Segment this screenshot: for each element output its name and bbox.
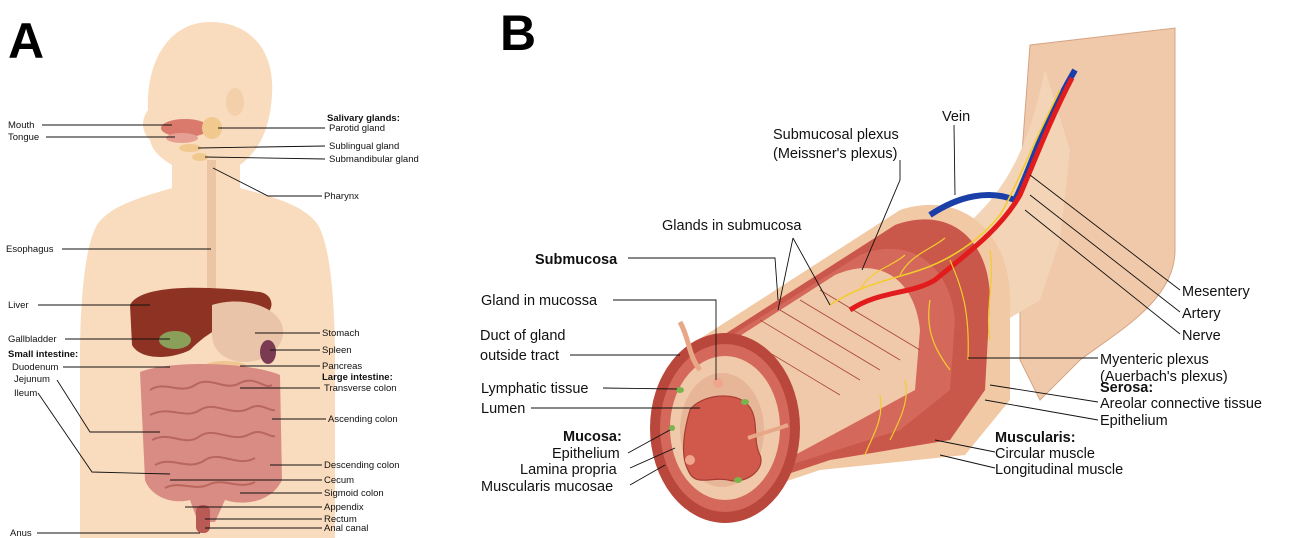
label-jejunum: Jejunum [14,374,50,385]
label-anus: Anus [10,528,32,538]
label-mouth: Mouth [8,120,34,131]
label-cecum: Cecum [324,475,354,486]
label-submucosal-plexus-1: Submucosal plexus [773,127,899,143]
label-lymphatic: Lymphatic tissue [481,381,588,397]
label-artery: Artery [1182,306,1221,322]
label-liver: Liver [8,300,29,311]
label-esophagus: Esophagus [6,244,54,255]
label-stomach: Stomach [322,328,360,339]
label-gland-mucosa: Gland in mucossa [481,293,598,309]
mucosal-gland-2 [685,455,695,465]
label-appendix: Appendix [324,502,364,513]
lymphatic-nodule-2 [741,399,749,405]
label-duct-2: outside tract [480,348,559,364]
label-myenteric-1: Myenteric plexus [1100,352,1209,368]
label-transverse-colon: Transverse colon [324,383,397,394]
label-nerve: Nerve [1182,328,1221,344]
label-epithelium-right: Epithelium [1100,413,1168,429]
label-muscularis-mucosae: Muscularis mucosae [481,479,613,495]
label-duct-1: Duct of gland [480,328,565,344]
label-mesentery: Mesentery [1182,284,1250,300]
label-muscularis-heading: Muscularis: [995,430,1076,446]
label-parotid: Parotid gland [329,123,385,134]
label-sigmoid-colon: Sigmoid colon [324,488,384,499]
label-submandibular: Submandibular gland [329,154,419,165]
panel-a-letter: A [8,13,44,69]
label-duodenum: Duodenum [12,362,59,373]
label-glands-submucosa: Glands in submucosa [662,218,802,234]
label-pharynx: Pharynx [324,191,359,202]
label-areolar: Areolar connective tissue [1100,396,1262,412]
mucosal-gland [713,378,723,388]
label-longitudinal-muscle: Longitudinal muscle [995,462,1123,478]
label-tongue: Tongue [8,132,39,143]
label-small-intestine-heading: Small intestine: [8,349,78,360]
label-descending-colon: Descending colon [324,460,400,471]
label-gallbladder: Gallbladder [8,334,57,345]
label-ileum: Ileum [14,388,37,399]
sublingual-gland-shape [179,144,201,152]
label-circular-muscle: Circular muscle [995,446,1095,462]
gallbladder-shape [159,331,191,349]
label-epithelium-left: Epithelium [552,446,620,462]
label-vein: Vein [942,109,970,125]
spleen-shape [260,340,276,364]
label-ascending-colon: Ascending colon [328,414,398,425]
label-spleen: Spleen [322,345,352,356]
label-lumen: Lumen [481,401,525,417]
label-sublingual: Sublingual gland [329,141,399,152]
panel-b-letter: B [500,5,536,61]
label-anal-canal: Anal canal [324,523,368,534]
lymphatic-nodule-1 [676,387,684,393]
label-mucosa-heading: Mucosa: [563,429,622,445]
label-lamina-propria: Lamina propria [520,462,618,478]
label-submucosal-plexus-2: (Meissner's plexus) [773,146,897,162]
tongue-shape [166,133,198,143]
label-large-intestine-heading: Large intestine: [322,372,393,383]
panel-b: B [480,5,1262,523]
label-submucosa: Submucosa [535,252,618,268]
label-serosa-heading: Serosa: [1100,380,1153,396]
lymphatic-nodule-3 [734,477,742,483]
esophagus-shape [207,160,216,300]
panel-a: A [6,13,419,538]
label-pancreas: Pancreas [322,361,362,372]
